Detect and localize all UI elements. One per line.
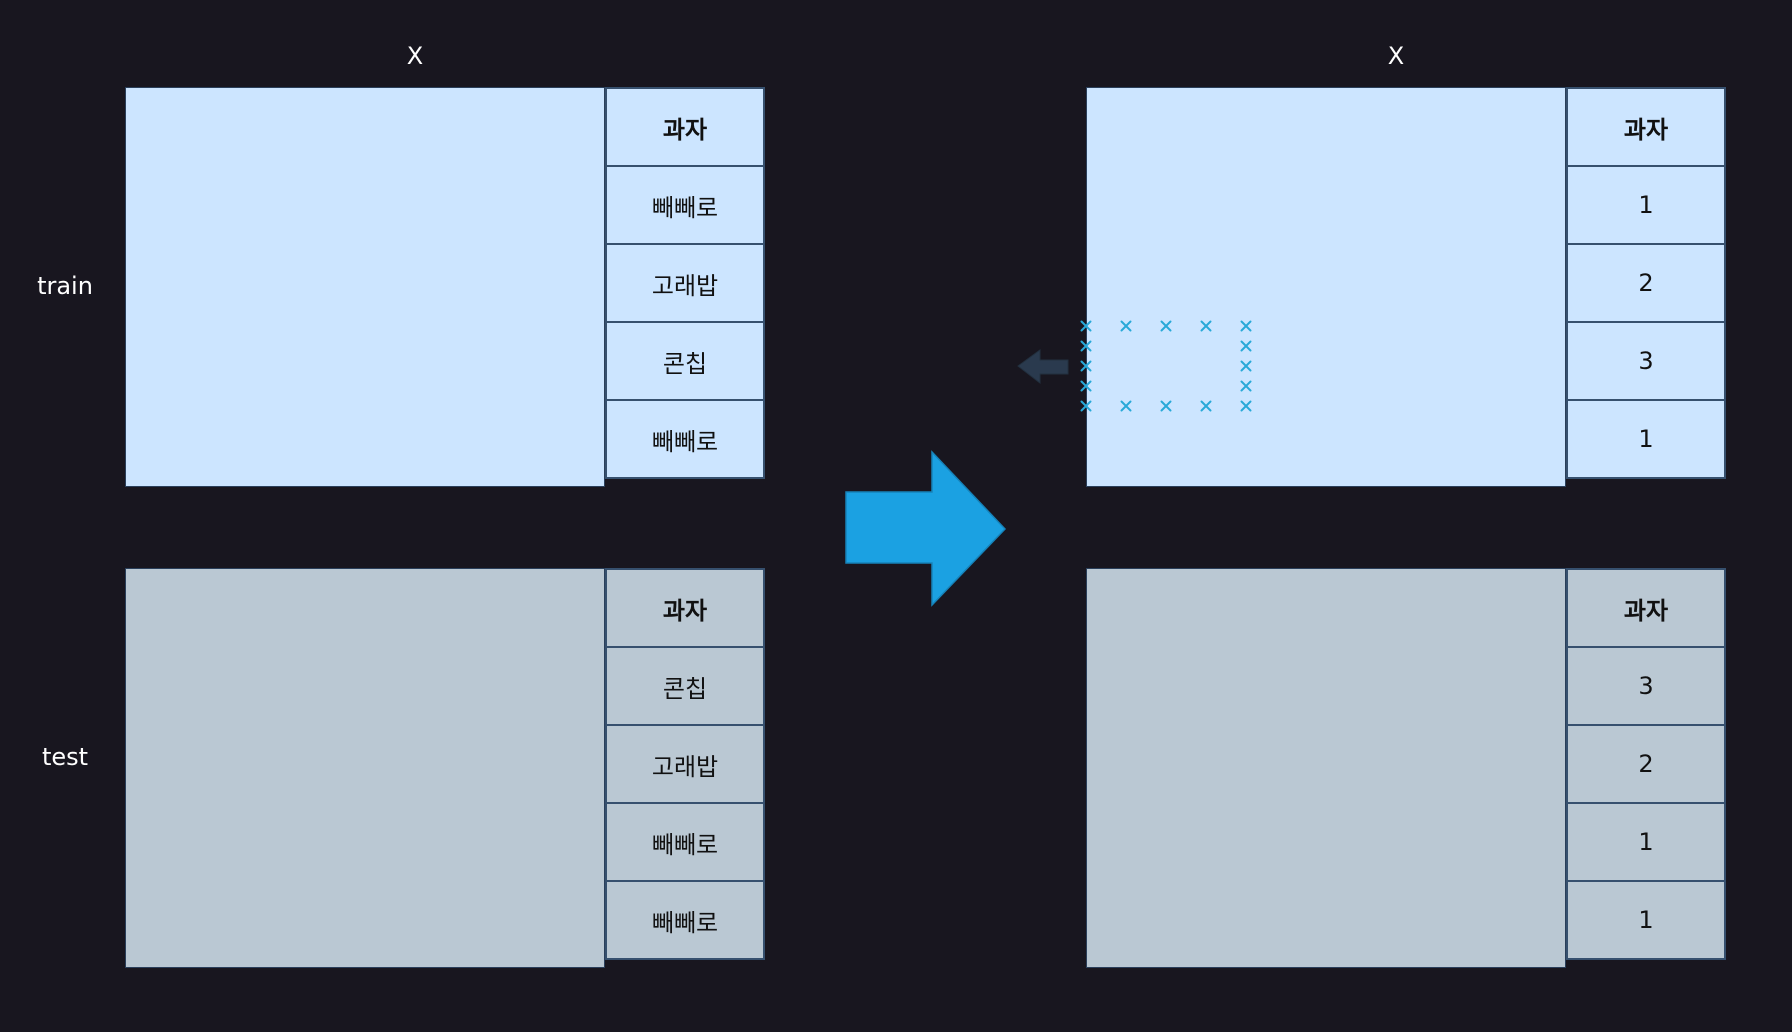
arrow-left-icon (1017, 349, 1069, 385)
x-marker-icon (1120, 320, 1132, 332)
column-header: 과자 (1566, 568, 1726, 648)
table-cell: 빼빼로 (605, 802, 765, 882)
table-cell: 고래밥 (605, 724, 765, 804)
table-cell: 1 (1566, 165, 1726, 245)
x-marker-icon (1080, 320, 1092, 332)
right-train-features-block (1086, 87, 1566, 487)
x-marker-icon (1240, 380, 1252, 392)
left-test-target-column: 과자 콘칩 고래밥 빼빼로 빼빼로 (605, 568, 765, 960)
table-cell: 3 (1566, 321, 1726, 401)
right-test-features-block (1086, 568, 1566, 968)
x-marker-icon (1240, 320, 1252, 332)
x-marker-group (1080, 320, 1252, 412)
x-marker-icon (1080, 400, 1092, 412)
x-marker-icon (1080, 340, 1092, 352)
left-train-features-block (125, 87, 605, 487)
x-marker-icon (1200, 320, 1212, 332)
x-marker-icon (1080, 380, 1092, 392)
x-marker-icon (1200, 400, 1212, 412)
left-train-target-column: 과자 빼빼로 고래밥 콘칩 빼빼로 (605, 87, 765, 479)
right-test-target-column: 과자 3 2 1 1 (1566, 568, 1726, 960)
right-train-target-column: 과자 1 2 3 1 (1566, 87, 1726, 479)
table-cell: 콘칩 (605, 321, 765, 401)
table-cell: 2 (1566, 243, 1726, 323)
arrow-right-icon (845, 450, 1007, 607)
left-test-features-block (125, 568, 605, 968)
table-cell: 빼빼로 (605, 880, 765, 960)
x-marker-icon (1120, 400, 1132, 412)
train-label: train (37, 272, 93, 300)
x-marker-icon (1240, 360, 1252, 372)
table-cell: 빼빼로 (605, 399, 765, 479)
x-label-left: X (406, 42, 424, 70)
column-header: 과자 (605, 568, 765, 648)
table-cell: 1 (1566, 880, 1726, 960)
x-marker-icon (1160, 320, 1172, 332)
x-marker-icon (1080, 360, 1092, 372)
column-header: 과자 (1566, 87, 1726, 167)
x-marker-icon (1160, 400, 1172, 412)
x-label-right: X (1387, 42, 1405, 70)
table-cell: 빼빼로 (605, 165, 765, 245)
table-cell: 콘칩 (605, 646, 765, 726)
table-cell: 1 (1566, 399, 1726, 479)
test-label: test (41, 743, 89, 771)
x-marker-icon (1240, 400, 1252, 412)
table-cell: 고래밥 (605, 243, 765, 323)
x-marker-icon (1240, 340, 1252, 352)
